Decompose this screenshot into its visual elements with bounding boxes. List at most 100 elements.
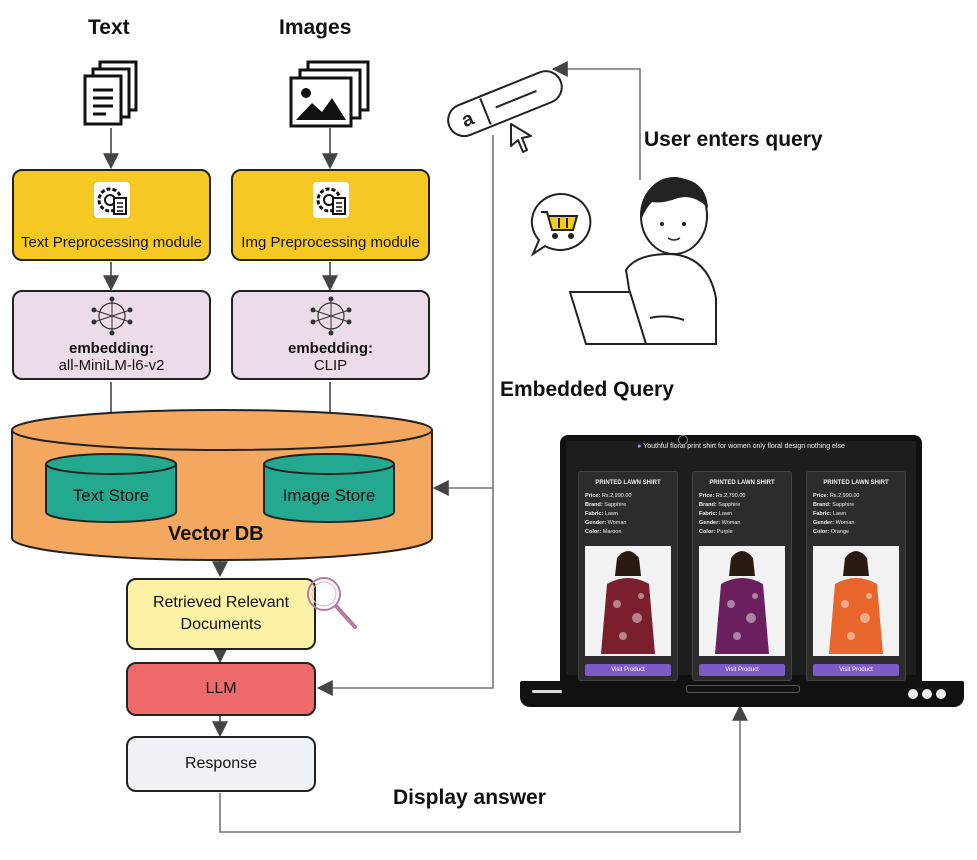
model-figure-icon (601, 551, 655, 654)
webcam-icon (678, 435, 688, 445)
model-figure-icon (829, 551, 883, 654)
search-bar-icon: a (447, 70, 563, 138)
arrow-user-to-searchbar (551, 61, 641, 180)
laptop-dot-3 (936, 689, 946, 699)
product-image[interactable] (813, 546, 899, 656)
product-fabric-row: Fabric: Lawn (699, 511, 791, 517)
user-laptop-icon (568, 177, 717, 345)
neural-network-icon (91, 296, 132, 336)
laptop-base (520, 681, 964, 707)
heading-display-answer: Display answer (393, 786, 546, 809)
laptop-dot-1 (908, 689, 918, 699)
text-embedding-model: all-MiniLM-l6-v2 (58, 357, 165, 374)
product-price-label: Price: (813, 493, 829, 499)
product-color: Maroon (602, 529, 622, 535)
laptop-query: Youthful floral print shirt for women on… (643, 443, 845, 450)
product-brand-row: Brand: Sapphire (813, 502, 905, 508)
text-store-label: Text Store (72, 486, 150, 505)
arrow-response-to-laptop (219, 704, 748, 833)
product-brand-label: Brand: (813, 502, 831, 508)
document-stack-icon (83, 60, 138, 126)
heading-embedded-query: Embedded Query (500, 378, 674, 401)
product-fabric-row: Fabric: Lawn (585, 511, 677, 517)
visit-product-button[interactable]: Visit Product (813, 664, 899, 676)
gear-document-icon (93, 181, 130, 218)
laptop-dot-2 (922, 689, 932, 699)
product-brand: Sapphire (832, 502, 855, 508)
product-color-label: Color: (585, 529, 602, 535)
response-box: Response (126, 736, 316, 792)
product-color-row: Color: Maroon (585, 529, 677, 535)
product-brand-row: Brand: Sapphire (699, 502, 791, 508)
product-gender: Woman (721, 520, 741, 526)
image-stack-icon (289, 60, 370, 128)
shopping-cart-bubble-icon (530, 192, 592, 257)
cursor-icon (510, 123, 532, 153)
model-figure-icon (715, 551, 769, 654)
product-color-label: Color: (813, 529, 830, 535)
product-price-label: Price: (585, 493, 601, 499)
llm-label: LLM (205, 680, 237, 697)
laptop-trackpad-notch (686, 685, 800, 693)
product-title: PRINTED LAWN SHIRT (823, 480, 889, 486)
product-fabric-label: Fabric: (699, 511, 718, 517)
product-color-label: Color: (699, 529, 716, 535)
product-gender-row: Gender: Woman (585, 520, 677, 526)
vector-db-cylinder (11, 409, 433, 561)
product-color: Purple (716, 529, 733, 535)
product-color-row: Color: Orange (813, 529, 905, 535)
magnifier-icon (307, 577, 357, 629)
user-avatar-icon: ● (637, 443, 642, 450)
product-brand: Sapphire (604, 502, 627, 508)
product-title: PRINTED LAWN SHIRT (595, 480, 661, 486)
product-gender-row: Gender: Woman (813, 520, 905, 526)
retrieved-line-2: Documents (180, 616, 262, 633)
heading-text: Text (88, 16, 130, 39)
product-gender-row: Gender: Woman (699, 520, 791, 526)
arrow-query-to-vectordb (432, 135, 494, 496)
product-price: Rs.2,790.00 (715, 493, 746, 499)
vector-db-title: Vector DB (168, 523, 264, 545)
product-brand-label: Brand: (699, 502, 717, 508)
visit-product-button[interactable]: Visit Product (699, 664, 785, 676)
laptop-screen: ● Youthful floral print shirt for women … (560, 435, 922, 681)
product-title: PRINTED LAWN SHIRT (709, 480, 775, 486)
product-fabric-label: Fabric: (813, 511, 832, 517)
product-price-label: Price: (699, 493, 715, 499)
neural-network-icon (310, 296, 351, 336)
product-fabric-label: Fabric: (585, 511, 604, 517)
product-brand-row: Brand: Sapphire (585, 502, 677, 508)
text-embedding-label: embedding: (69, 340, 154, 357)
product-price-row: Price: Rs.2,990.00 (585, 493, 677, 499)
heading-images: Images (279, 16, 352, 39)
retrieved-line-1: Retrieved Relevant (152, 594, 290, 611)
llm-box: LLM (126, 662, 316, 716)
product-gender: Woman (835, 520, 855, 526)
response-label: Response (184, 755, 258, 772)
product-price-row: Price: Rs.2,790.00 (699, 493, 791, 499)
visit-product-button[interactable]: Visit Product (585, 664, 671, 676)
product-gender-label: Gender: (699, 520, 721, 526)
product-price: Rs.2,990.00 (601, 493, 632, 499)
product-gender-label: Gender: (585, 520, 607, 526)
heading-user-enters-query: User enters query (644, 128, 823, 151)
product-fabric-row: Fabric: Lawn (813, 511, 905, 517)
product-color: Orange (830, 529, 850, 535)
img-preprocessing-module: Img Preprocessing module (231, 169, 430, 261)
product-image[interactable] (585, 546, 671, 656)
product-brand: Sapphire (718, 502, 741, 508)
product-fabric: Lawn (832, 511, 847, 517)
product-price-row: Price: Rs.2,990.00 (813, 493, 905, 499)
text-preprocessing-label: Text Preprocessing module (21, 233, 202, 251)
product-fabric: Lawn (718, 511, 733, 517)
image-embedding-label: embedding: (288, 340, 373, 357)
arrow-query-to-llm (316, 488, 494, 696)
product-color-row: Color: Purple (699, 529, 791, 535)
product-brand-label: Brand: (585, 502, 603, 508)
product-image[interactable] (699, 546, 785, 656)
image-store-label: Image Store (282, 486, 376, 505)
